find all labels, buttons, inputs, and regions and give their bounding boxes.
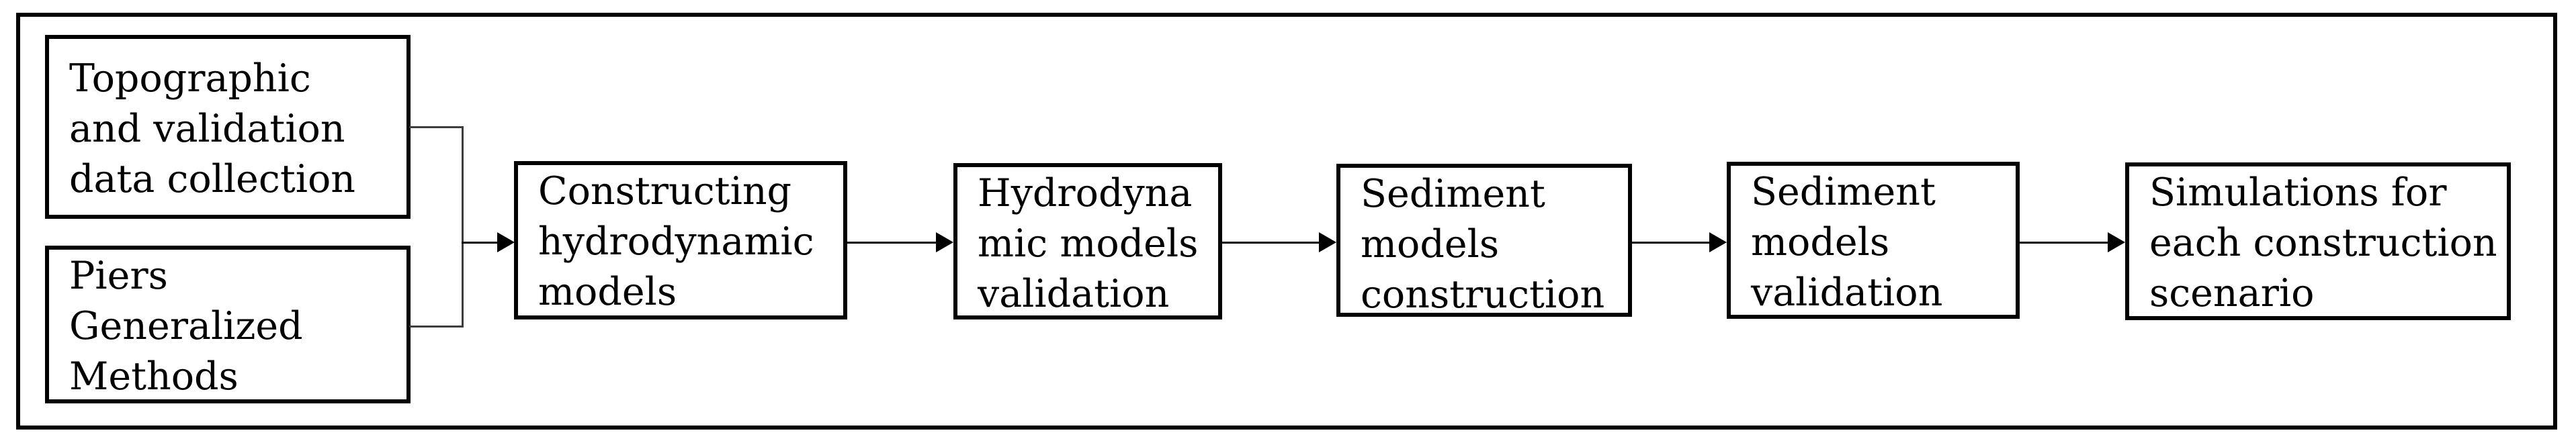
box-label-line: Constructing [538,169,792,213]
flow-box-sediment-models-validation: Sediment models validation [1727,162,2020,319]
arrow-line-to-hydrodynamic-validation [846,242,940,244]
box-label-line: each construction [2149,221,2497,265]
box-label-line: models [538,270,677,314]
box-label-line: construction [1361,272,1605,317]
box-label-line: validation [1751,270,1943,315]
flow-box-sediment-models-construction: Sediment models construction [1336,164,1632,317]
box-label-line: Sediment [1361,172,1545,216]
arrow-head-icon [497,232,515,252]
arrow-line-to-sediment-validation [1631,242,1712,244]
arrow-head-icon [936,232,953,252]
box-label-line: Methods [69,354,239,399]
flow-box-topographic-data-collection: Topographic and validation data collecti… [45,35,411,219]
box-label-line: models [1361,222,1500,266]
flow-box-hydrodynamic-models-validation: Hydrodyna mic models validation [953,163,1222,319]
box-label-line: hydrodynamic [538,219,814,264]
arrow-line-to-sediment-construction [1221,242,1322,244]
box-label-line: models [1751,220,1890,264]
arrow-line-to-constructing-models [462,242,499,244]
figure-outer-frame [16,13,2557,430]
box-label-line: scenario [2149,271,2315,315]
merge-bracket-vertical-line [462,126,464,328]
box-label-line: mic models [978,221,1199,266]
arrow-head-icon [1709,232,1727,252]
flow-box-constructing-hydrodynamic-models: Constructing hydrodynamic models [514,161,847,319]
arrow-head-icon [2108,232,2125,252]
arrow-head-icon [1319,232,1336,252]
box-label-line: Generalized [69,304,303,348]
merge-bracket-top-line [409,126,463,128]
flow-box-simulations-each-scenario: Simulations for each construction scenar… [2125,162,2511,320]
box-label-line: Topographic [69,56,311,101]
box-label-line: Hydrodyna [978,171,1193,215]
box-label-line: and validation [69,107,345,151]
box-label-line: Piers [69,254,168,298]
box-label-line: Simulations for [2149,170,2447,215]
merge-bracket-bottom-line [409,326,463,328]
flow-box-piers-generalized-methods: Piers Generalized Methods [45,246,411,403]
box-label-line: Sediment [1751,170,1936,214]
box-label-line: validation [978,272,1170,316]
box-label-line: data collection [69,157,355,201]
arrow-line-to-simulations [2018,242,2110,244]
